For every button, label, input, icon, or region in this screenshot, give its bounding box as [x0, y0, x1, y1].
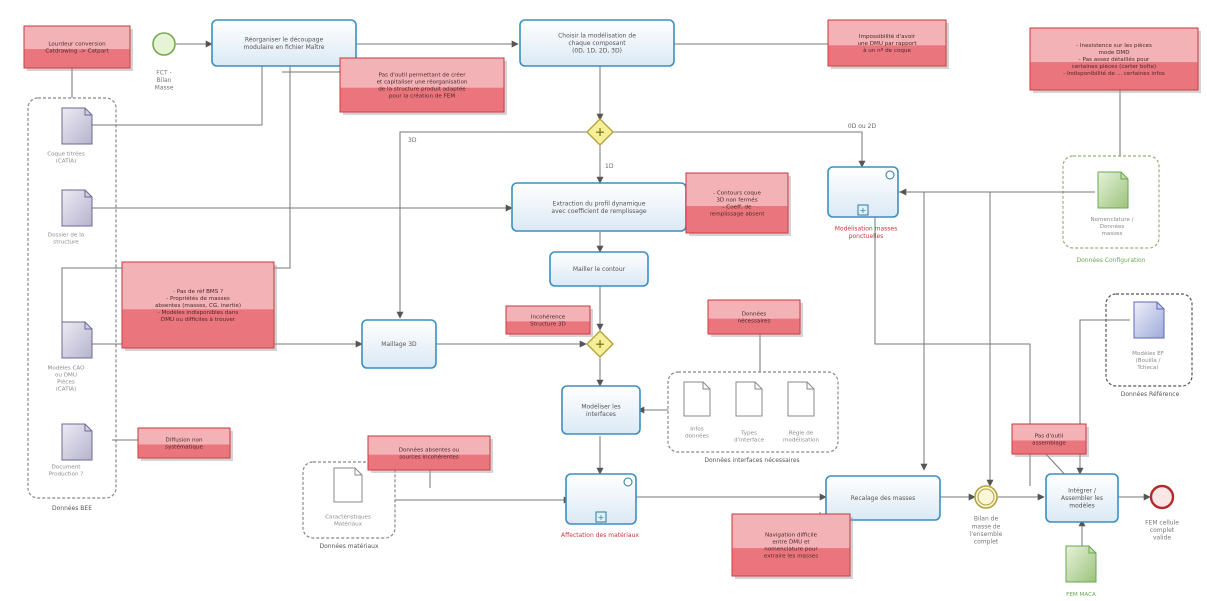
subprocess-modelisation-masses[interactable]: [827, 166, 899, 218]
task-mailler-contour[interactable]: [549, 251, 649, 287]
task-reorganiser[interactable]: [211, 19, 357, 67]
note-pas-de-ref-bms-text: - Pas de réf BMS ?- Propriétés de masses…: [155, 288, 241, 323]
task-maillage-3d[interactable]: [361, 319, 437, 369]
subprocess-affectation-materiaux-label: Affectation des matériaux: [561, 532, 639, 539]
flow-poutres-down: [874, 216, 1031, 486]
doc-fem-maca-label: FEM MACA: [1066, 592, 1096, 598]
svg-text:+: +: [598, 513, 605, 522]
gateway-split-plus-icon: +: [595, 125, 605, 139]
group-donnees-reference-label: Données Référence: [1121, 391, 1180, 398]
subprocess-affectation-materiaux-marker-icon: [595, 511, 607, 523]
task-mailler-contour-label: Mailler le contour: [573, 266, 626, 273]
task-recalage-masses[interactable]: [825, 475, 941, 521]
flow-poutres-intermediate: [898, 191, 994, 487]
gateway-join[interactable]: [586, 330, 614, 358]
doc-caracteristiques-materiaux[interactable]: [333, 467, 363, 503]
task-integrer-modeles[interactable]: [1045, 473, 1119, 523]
doc-nomenclature[interactable]: [1097, 171, 1129, 209]
doc-modeles-cao[interactable]: [61, 321, 93, 359]
flow-label-0d2d: 0D ou 2D: [848, 123, 877, 130]
task-modeliser-interfaces[interactable]: [561, 385, 641, 435]
gateway-split[interactable]: [586, 118, 614, 146]
start-event[interactable]: [152, 32, 176, 56]
svg-text:+: +: [860, 206, 867, 215]
doc-dossier-structure[interactable]: [61, 189, 93, 227]
doc-types-interface[interactable]: [735, 381, 763, 417]
doc-regle-modelisation[interactable]: [787, 381, 815, 417]
assoc-ref-integrer: [1076, 319, 1130, 475]
doc-fem-maca[interactable]: [1065, 545, 1097, 583]
doc-coque-titrees[interactable]: [61, 107, 93, 145]
subprocess-modelisation-masses-event-icon: [885, 170, 895, 180]
group-donnees-configuration-label: Données Configuration: [1076, 257, 1145, 264]
doc-modeles-ef[interactable]: [1133, 301, 1165, 339]
task-maillage-3d-label: Maillage 3D: [381, 341, 417, 348]
doc-document-production[interactable]: [61, 423, 93, 461]
group-donnees-interfaces-label: Données interfaces nécessaires: [704, 457, 799, 464]
doc-coque-titrees-label: Coque titrées(CATIA): [47, 150, 85, 164]
task-recalage-masses-label: Recalage des masses: [851, 495, 915, 502]
end-event[interactable]: [1149, 484, 1175, 510]
flow-gateway1-poutres: [612, 131, 866, 168]
gateway-join-plus-icon: +: [595, 337, 605, 351]
group-donnees-bee-label: Données BEE: [52, 505, 92, 512]
flow-gateway1-maillage: [396, 131, 588, 319]
subprocess-modelisation-masses-marker-icon: [857, 204, 869, 216]
subprocess-affectation-materiaux[interactable]: [565, 473, 637, 525]
group-donnees-reference: [1105, 293, 1193, 387]
group-donnees-interfaces: [667, 371, 839, 453]
group-donnees-materiaux-label: Données matériaux: [319, 543, 378, 550]
subprocess-affectation-materiaux-event-icon: [623, 477, 633, 487]
task-choisir-modelisation[interactable]: [519, 19, 675, 67]
doc-infos-donnees[interactable]: [683, 381, 711, 417]
assoc-coque-reorg: [92, 64, 263, 126]
group-donnees-bee: [27, 97, 117, 499]
flow-label-3d: 3D: [408, 137, 417, 144]
group-donnees-configuration: [1062, 155, 1160, 249]
doc-modeles-ef-label: Modèles EF(Bouilla /Tcheca): [1132, 350, 1164, 371]
flow-label-1d: 1D: [605, 163, 614, 170]
